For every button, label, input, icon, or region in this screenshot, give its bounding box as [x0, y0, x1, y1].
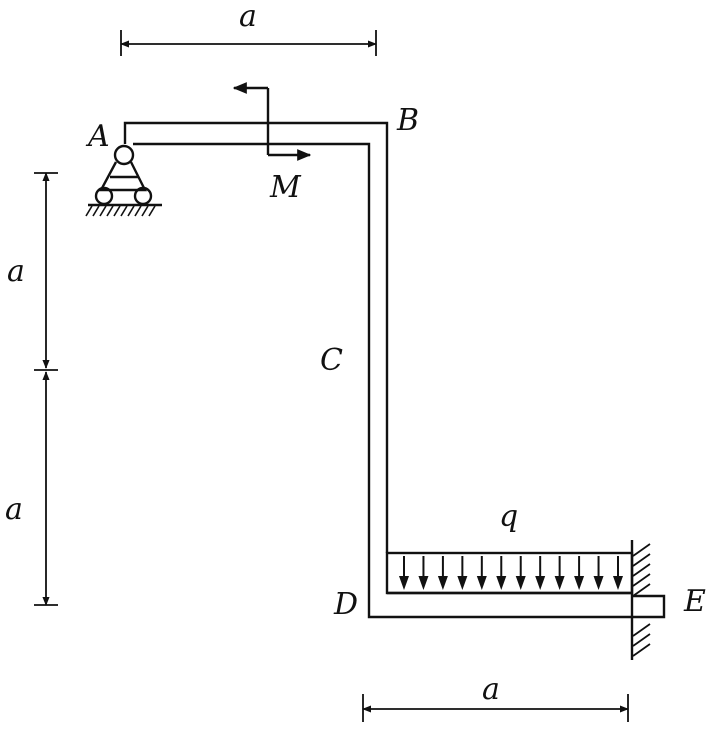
wall-hatch-line	[632, 623, 651, 637]
frame-inner-edge	[133, 142, 632, 619]
dim-label-left-lower: a	[5, 492, 23, 527]
load-arrow-head	[574, 576, 585, 590]
moment-label-m: M	[269, 170, 302, 205]
dim-label-bottom: a	[482, 672, 500, 707]
frame-member	[123, 121, 666, 619]
point-label-b: B	[396, 103, 419, 138]
ground-hatch-line	[148, 205, 156, 217]
frame-outer-edge	[123, 121, 389, 553]
load-arrow-head	[476, 576, 487, 590]
ground-hatch-line	[141, 205, 149, 217]
dim-label-left-upper: a	[7, 254, 25, 289]
point-label-a: A	[85, 119, 110, 154]
wall-hatch-line	[632, 573, 651, 587]
wall-hatch-line	[632, 643, 651, 657]
ground-hatching	[85, 205, 156, 217]
load-arrow-head	[613, 576, 623, 590]
point-label-c: C	[320, 343, 343, 378]
pin-support-a	[85, 144, 162, 217]
frame-end-extension	[632, 594, 666, 619]
load-arrow-head	[554, 576, 565, 590]
load-label-q: q	[499, 499, 518, 534]
dimension-left	[34, 172, 58, 606]
dimension-bottom	[362, 694, 629, 722]
load-arrow-head	[418, 576, 429, 590]
load-arrow-head	[515, 576, 526, 590]
wall-hatch-line	[632, 553, 651, 567]
load-arrow-head	[399, 576, 409, 590]
wall-hatching	[632, 543, 651, 657]
distributed-load	[385, 551, 634, 595]
ground-hatch-line	[106, 205, 114, 217]
ground-hatch-line	[85, 205, 93, 217]
load-arrow-head	[457, 576, 468, 590]
load-arrows	[399, 556, 623, 590]
ground-hatch-line	[99, 205, 107, 217]
ground-hatch-line	[120, 205, 128, 217]
ground-hatch-line	[127, 205, 135, 217]
load-arrow-head	[535, 576, 546, 590]
ground-hatch-line	[113, 205, 121, 217]
fixed-support-e	[630, 540, 651, 660]
dimension-top	[120, 30, 377, 56]
pin-hinge	[113, 144, 135, 166]
wall-hatch-line	[632, 543, 651, 557]
load-arrow-head	[593, 576, 604, 590]
wall-hatch-line	[632, 563, 651, 577]
ground-hatch-line	[134, 205, 142, 217]
point-label-d: D	[333, 587, 358, 622]
ground-hatch-line	[92, 205, 100, 217]
wall-hatch-line	[632, 633, 651, 647]
point-label-e: E	[683, 584, 706, 619]
wall-hatch-line	[632, 583, 651, 597]
load-arrow-head	[437, 576, 448, 590]
couple-moment-m	[232, 82, 312, 161]
load-arrow-head	[496, 576, 507, 590]
dim-label-top: a	[239, 0, 257, 34]
